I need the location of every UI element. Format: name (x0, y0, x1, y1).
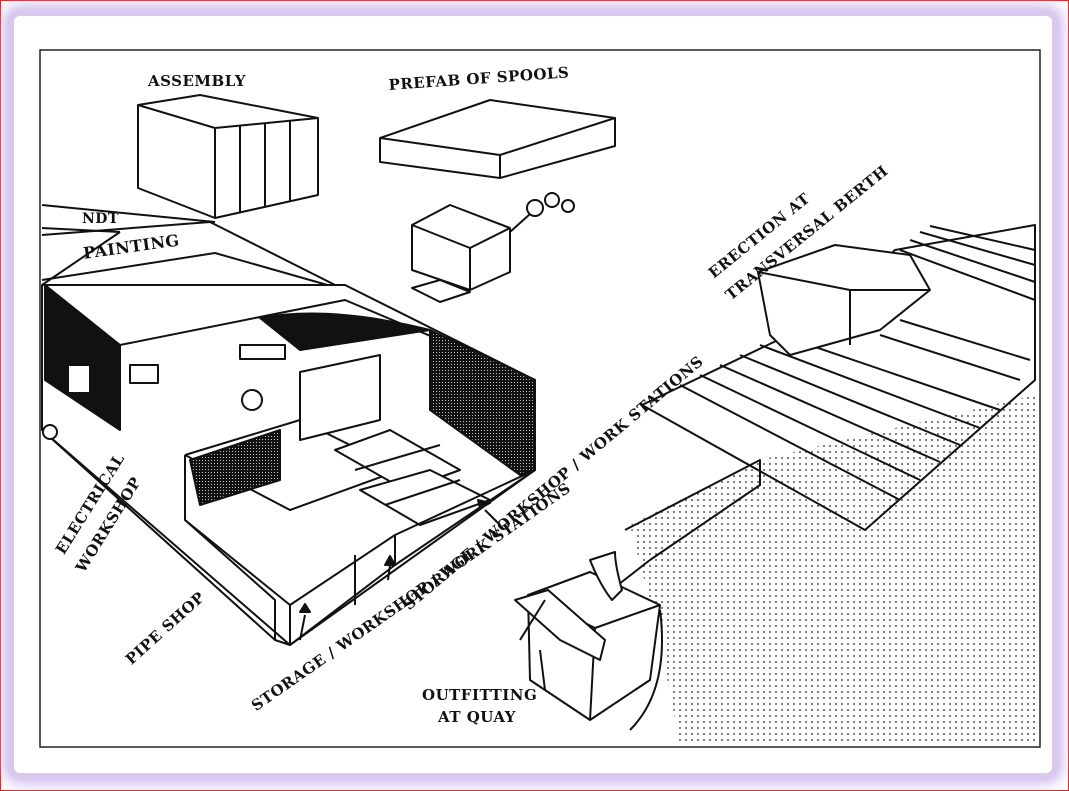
label-outfitting-2: AT QUAY (438, 708, 516, 726)
label-assembly: ASSEMBLY (148, 72, 246, 90)
label-outfitting-1: OUTFITTING (422, 686, 538, 704)
drawing-border (39, 49, 1041, 748)
prefab-slab (379, 99, 616, 179)
spool-trolley (411, 192, 575, 303)
pointer-arrows (299, 499, 546, 691)
assembly-building (137, 94, 319, 219)
main-workshop-building (41, 284, 536, 646)
ndt-painting-strips (41, 204, 346, 291)
label-ndt: NDT (82, 211, 119, 227)
outfitting-vessel (514, 551, 661, 721)
